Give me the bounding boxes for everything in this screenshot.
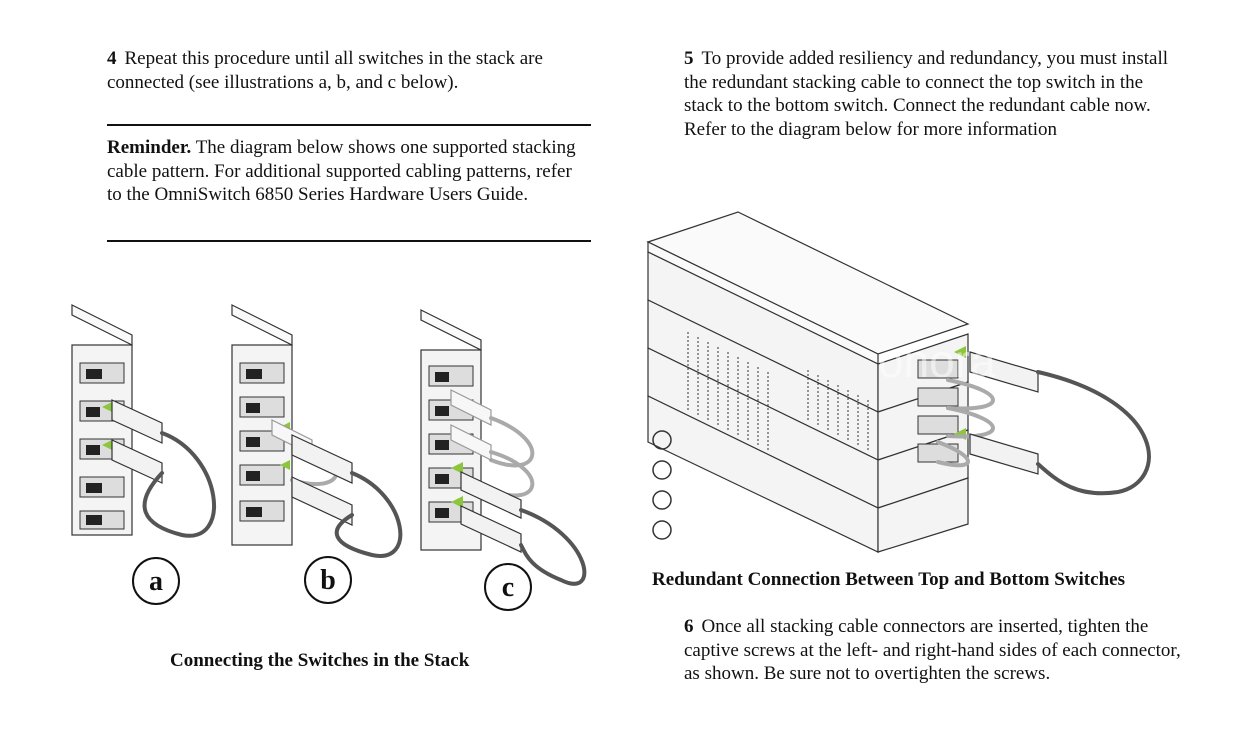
left-figure-caption: Connecting the Switches in the Stack [170,650,470,671]
stack-illustration-b [231,304,403,558]
label-a: a [132,557,180,605]
reminder-paragraph: Reminder. The diagram below shows one su… [107,136,591,207]
switch-stack-units [647,251,969,553]
step-4-text: Repeat this procedure until all switches… [107,48,543,93]
label-c: c [484,563,532,611]
switch-ports-a [79,362,125,530]
reminder-bottom-rule [107,240,591,242]
step-6-number: 6 [684,616,694,637]
label-b-text: b [320,565,336,596]
step-5-number: 5 [684,48,694,69]
power-connector-icons [652,430,672,540]
cable-connector-c [450,389,587,586]
cable-connector-a [111,399,216,538]
cable-connector-b [271,419,403,558]
stacking-ports [917,346,966,463]
redundant-cable [969,351,1151,496]
right-figure-caption: Redundant Connection Between Top and Bot… [652,569,1125,590]
stack-illustration-c [420,309,587,586]
reminder-top-rule [107,124,591,126]
step-4-number: 4 [107,48,117,69]
reminder-text: The diagram below shows one supported st… [107,137,576,205]
watermark-text: onora [878,335,996,387]
stack-illustration-a [71,304,216,538]
label-b: b [304,556,352,604]
redundant-connection-illustration: onora [646,211,1151,553]
switch-ports-b [239,362,290,522]
reminder-label: Reminder. [107,137,192,158]
label-c-text: c [502,572,514,603]
step-5-text: To provide added resiliency and redundan… [684,48,1169,140]
existing-stack-cables [936,378,995,468]
label-a-text: a [149,566,163,597]
step-6-text: Once all stacking cable connectors are i… [684,616,1181,684]
vent-grilles [687,332,869,452]
